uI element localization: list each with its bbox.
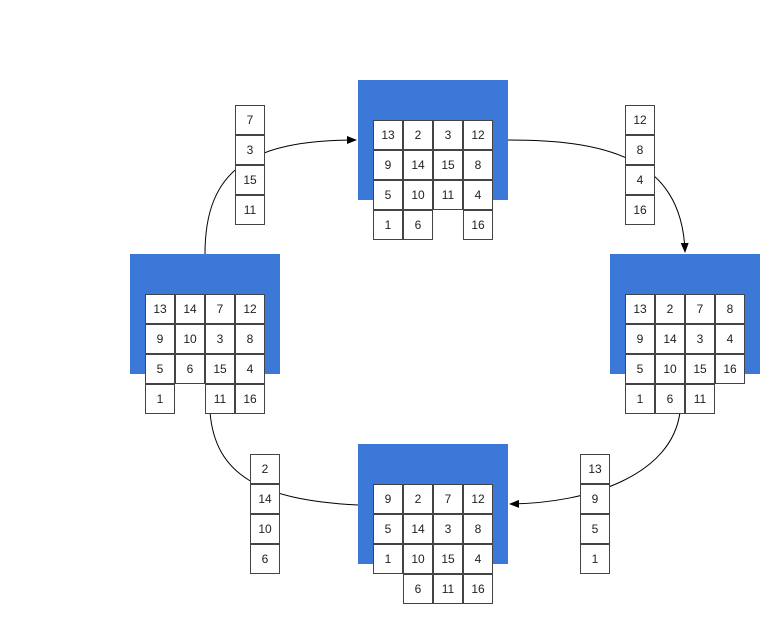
moved-column-tile-top-right: 16 [625, 195, 655, 225]
tile-bottom: 6 [403, 574, 433, 604]
connector-bottom-to-left [209, 411, 359, 506]
tile-bottom: 10 [403, 544, 433, 574]
moved-column-tile-bottom-right: 9 [580, 484, 610, 514]
arrow-top-to-right [507, 139, 689, 253]
tile-top: 8 [463, 150, 493, 180]
tile-left: 4 [235, 354, 265, 384]
tile-left: 16 [235, 384, 265, 414]
moved-column-tile-top-right: 4 [625, 165, 655, 195]
tile-top: 11 [433, 180, 463, 210]
tile-right: 11 [685, 384, 715, 414]
tile-right: 6 [655, 384, 685, 414]
tile-top: 16 [463, 210, 493, 240]
moved-column-tile-bottom-left: 2 [250, 454, 280, 484]
tile-left: 10 [175, 324, 205, 354]
tile-bottom: 5 [373, 514, 403, 544]
tile-left: 12 [235, 294, 265, 324]
tile-bottom: 2 [403, 484, 433, 514]
tile-right: 7 [685, 294, 715, 324]
moved-column-tile-bottom-right: 1 [580, 544, 610, 574]
tile-bottom: 8 [463, 514, 493, 544]
moved-column-tile-top-left: 15 [235, 165, 265, 195]
tile-bottom: 1 [373, 544, 403, 574]
tile-right: 2 [655, 294, 685, 324]
tile-left: 7 [205, 294, 235, 324]
tile-top: 9 [373, 150, 403, 180]
tile-right: 13 [625, 294, 655, 324]
tile-left: 3 [205, 324, 235, 354]
tile-left: 14 [175, 294, 205, 324]
moved-column-tile-top-left: 3 [235, 135, 265, 165]
tile-right: 10 [655, 354, 685, 384]
tile-bottom: 7 [433, 484, 463, 514]
arrow-right-to-bottom [509, 411, 681, 508]
tile-left: 6 [175, 354, 205, 384]
tile-right: 3 [685, 324, 715, 354]
tile-top: 2 [403, 120, 433, 150]
tile-bottom: 14 [403, 514, 433, 544]
tile-right: 16 [715, 354, 745, 384]
tile-left: 13 [145, 294, 175, 324]
tile-bottom: 16 [463, 574, 493, 604]
tile-bottom: 11 [433, 574, 463, 604]
tile-right: 1 [625, 384, 655, 414]
tile-left: 1 [145, 384, 175, 414]
tile-left: 15 [205, 354, 235, 384]
moved-column-tile-bottom-left: 6 [250, 544, 280, 574]
tile-left: 8 [235, 324, 265, 354]
arrow-left-to-top [204, 136, 357, 255]
tile-bottom: 9 [373, 484, 403, 514]
moved-column-tile-bottom-right: 5 [580, 514, 610, 544]
moved-column-tile-top-right: 8 [625, 135, 655, 165]
tile-top: 6 [403, 210, 433, 240]
tile-top: 4 [463, 180, 493, 210]
tile-top: 5 [373, 180, 403, 210]
tile-left: 9 [145, 324, 175, 354]
tile-top: 13 [373, 120, 403, 150]
moved-column-tile-top-left: 11 [235, 195, 265, 225]
tile-top: 1 [373, 210, 403, 240]
tile-right: 14 [655, 324, 685, 354]
tile-bottom: 4 [463, 544, 493, 574]
moved-column-tile-bottom-left: 14 [250, 484, 280, 514]
tile-right: 15 [685, 354, 715, 384]
moved-column-tile-top-left: 7 [235, 105, 265, 135]
moved-column-tile-top-right: 12 [625, 105, 655, 135]
tile-right: 8 [715, 294, 745, 324]
tile-top: 14 [403, 150, 433, 180]
tile-top: 3 [433, 120, 463, 150]
tile-left: 11 [205, 384, 235, 414]
tile-top: 12 [463, 120, 493, 150]
tile-right: 4 [715, 324, 745, 354]
tile-top: 10 [403, 180, 433, 210]
tile-bottom: 15 [433, 544, 463, 574]
tile-top: 15 [433, 150, 463, 180]
moved-column-tile-bottom-right: 13 [580, 454, 610, 484]
moved-column-tile-bottom-left: 10 [250, 514, 280, 544]
tile-right: 5 [625, 354, 655, 384]
tile-right: 9 [625, 324, 655, 354]
tile-left: 5 [145, 354, 175, 384]
tile-bottom: 3 [433, 514, 463, 544]
tile-bottom: 12 [463, 484, 493, 514]
